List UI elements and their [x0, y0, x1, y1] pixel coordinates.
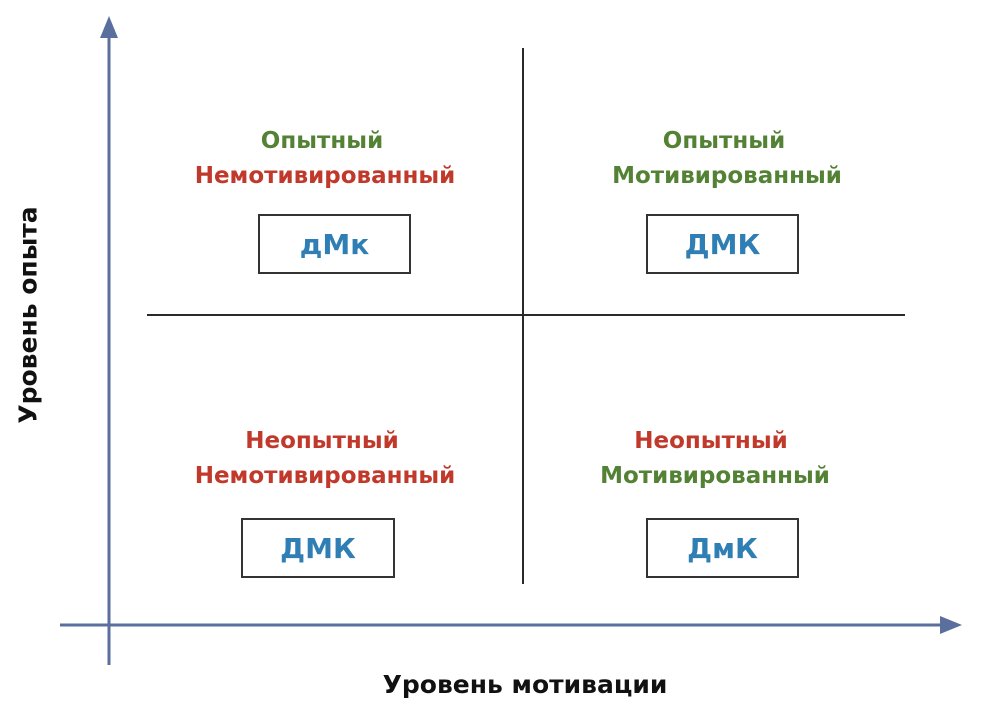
x-axis-arrow-icon [940, 616, 962, 634]
quadrant-top-right-code: ДМК [646, 214, 799, 274]
quadrant-bottom-left-motivation: Немотивированный [194, 463, 456, 489]
quadrant-bottom-left-experience: Неопытный [245, 428, 399, 454]
quadrant-top-left-motivation: Немотивированный [194, 163, 456, 189]
quadrant-bottom-right-motivation: Мотивированный [600, 463, 830, 489]
quadrant-bottom-left-code: ДМК [241, 518, 395, 578]
quadrant-top-left-experience: Опытный [260, 128, 384, 154]
x-axis-label: Уровень мотивации [382, 670, 668, 699]
y-axis-label: Уровень опыта [13, 206, 43, 424]
quadrant-top-right-experience: Опытный [662, 128, 786, 154]
quadrant-top-left-code: дМк [258, 214, 411, 274]
quadrant-bottom-right-experience: Неопытный [634, 428, 788, 454]
quadrant-top-right-motivation: Мотивированный [612, 163, 842, 189]
quadrant-bottom-right-code: ДмК [646, 518, 799, 578]
y-axis-arrow-icon [100, 16, 118, 38]
